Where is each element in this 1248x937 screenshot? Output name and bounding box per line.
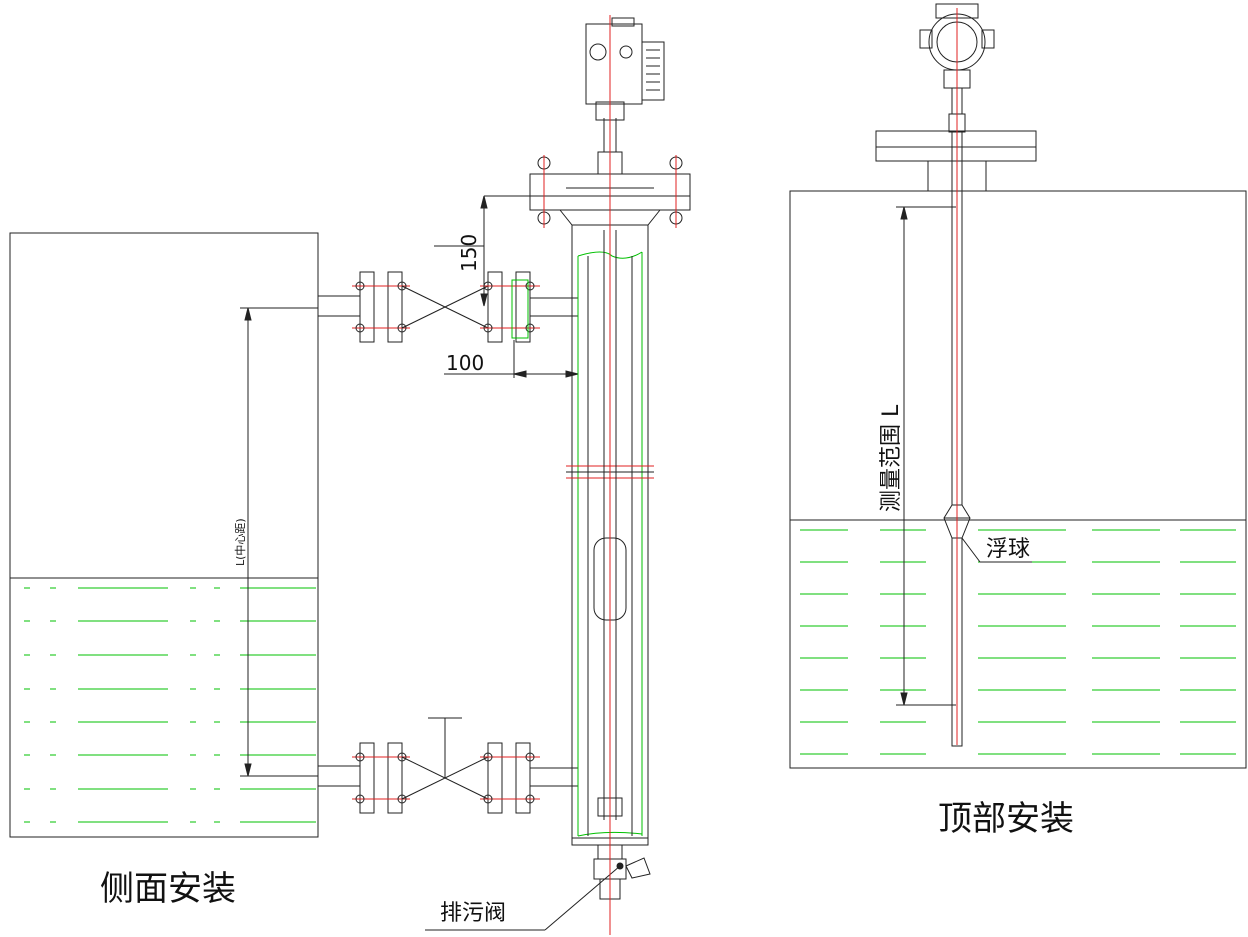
upper-connection (318, 271, 578, 343)
drain-valve-label: 排污阀 (440, 901, 506, 926)
dimension-150-label: 150 (457, 234, 481, 272)
side-install-caption: 侧面安装 (100, 869, 236, 909)
transmitter-head (585, 17, 665, 152)
measure-range-dimension (896, 206, 956, 706)
top-flange-plate (875, 130, 1037, 148)
dimension-150 (434, 195, 530, 307)
dimension-100-label: 100 (446, 351, 484, 375)
lower-connection (318, 717, 578, 814)
top-tank (789, 190, 1247, 769)
side-tank (9, 232, 319, 838)
top-install-caption: 顶部安装 (938, 799, 1074, 839)
top-install-drawing (789, 3, 1247, 769)
top-tank-liquid (800, 529, 1236, 755)
top-transmitter-head (919, 3, 995, 114)
side-install-drawing (9, 15, 691, 935)
center-distance-dimension (240, 307, 318, 777)
float-ball-label: 浮球 (986, 537, 1030, 562)
side-tank-liquid (24, 587, 316, 823)
measure-range-label: 测量范围 L (879, 404, 904, 512)
center-distance-label: L(中心距) (234, 518, 247, 566)
